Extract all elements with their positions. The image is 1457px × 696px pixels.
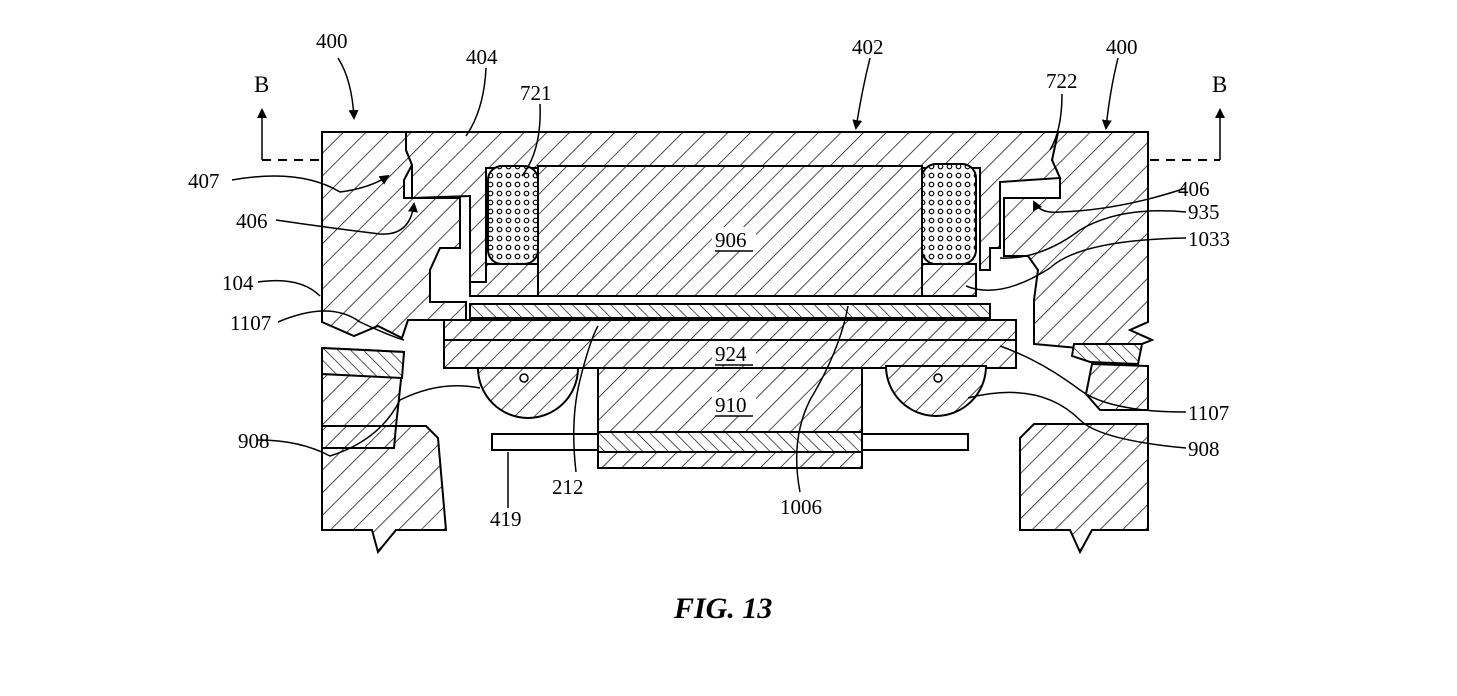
label-924: 924 (715, 342, 747, 366)
housing-right-lower (1019, 423, 1149, 555)
label-104: 104 (222, 271, 254, 295)
label-1006: 1006 (780, 495, 822, 519)
label-906: 906 (715, 228, 747, 252)
label-406-left: 406 (236, 209, 268, 233)
plate-1006 (469, 303, 991, 319)
label-402: 402 (852, 35, 884, 59)
block-910-band-over (597, 431, 863, 453)
seal-1107-left (321, 346, 406, 380)
label-935: 935 (1188, 200, 1220, 224)
coil-721 (487, 165, 539, 265)
cover-404 (405, 131, 1062, 283)
seal-908-left (321, 425, 398, 449)
label-722: 722 (1046, 69, 1078, 93)
label-419: 419 (490, 507, 522, 531)
label-406-right: 406 (1178, 177, 1210, 201)
section-marker-right: B (1212, 72, 1227, 97)
label-407: 407 (188, 169, 220, 193)
roller-left (476, 367, 580, 419)
seal-1107-right (1070, 343, 1144, 366)
label-400-left: 400 (316, 29, 348, 53)
housing-left-lower (321, 346, 448, 555)
label-721: 721 (520, 81, 552, 105)
label-1033: 1033 (1188, 227, 1230, 251)
figure-caption: FIG. 13 (673, 592, 772, 625)
seal-908-right (1084, 362, 1149, 411)
housing-right-upper (1003, 131, 1155, 354)
label-910: 910 (715, 393, 747, 417)
label-1107-left: 1107 (230, 311, 271, 335)
coil-722 (921, 163, 977, 265)
label-404: 404 (466, 45, 498, 69)
roller-right (884, 365, 988, 417)
roller-left-pivot (519, 373, 529, 383)
roller-right-pivot (933, 373, 943, 383)
label-400-right: 400 (1106, 35, 1138, 59)
label-908-left: 908 (238, 429, 270, 453)
label-908-right: 908 (1188, 437, 1220, 461)
plate-upper-924 (443, 319, 1017, 341)
section-line-b (257, 108, 1225, 161)
lead-lines (231, 57, 1187, 508)
label-1107-right: 1107 (1188, 401, 1229, 425)
block-910-base (597, 451, 863, 469)
label-212: 212 (552, 475, 584, 499)
section-marker-left: B (254, 72, 269, 97)
